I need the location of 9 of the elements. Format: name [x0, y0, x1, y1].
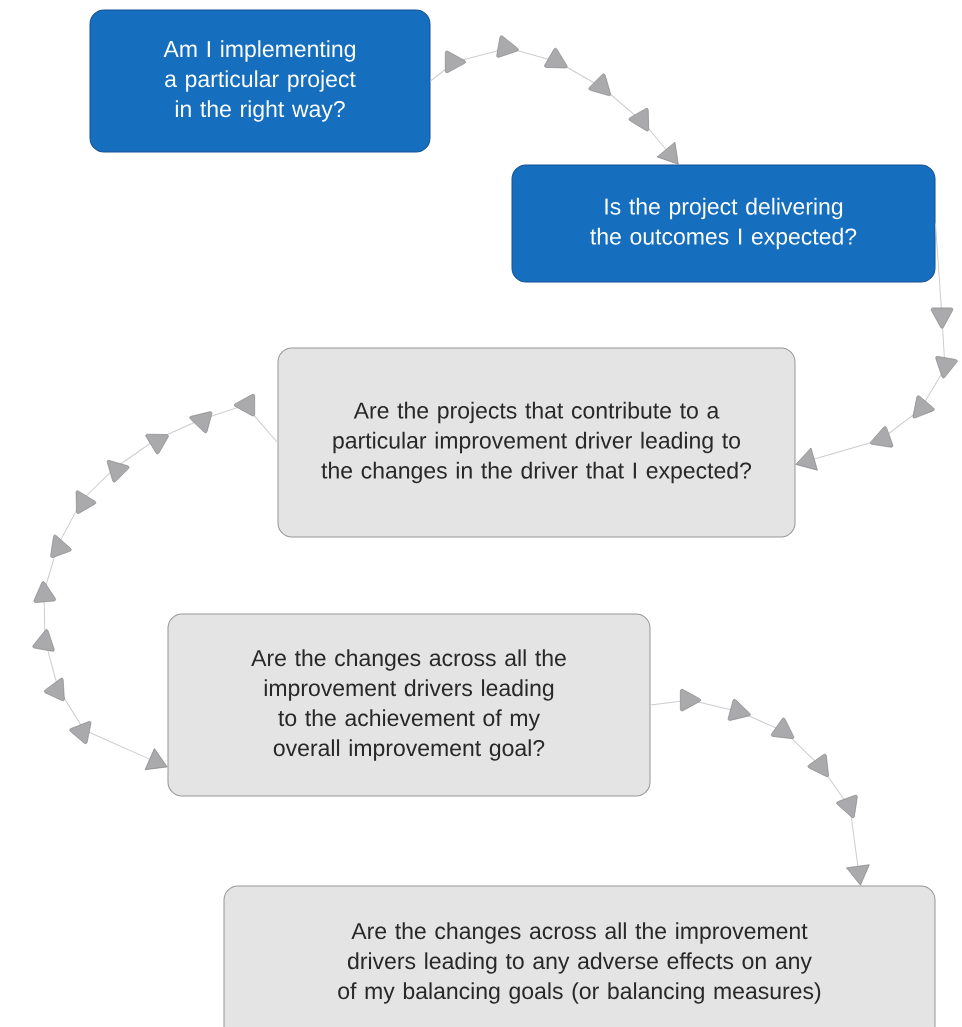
- question-box: Am I implementing a particular project in the right way?: [89, 9, 431, 153]
- question-box: Are the changes across all the improvement drivers leading to any adverse effects on any of my balancing goals (or balancing measures): [223, 885, 936, 1027]
- question-box: Are the changes across all the improvement drivers leading to the achievement of my overall improvement goal?: [167, 613, 651, 797]
- question-box: Is the project delivering the outcomes I expected?: [511, 164, 936, 283]
- triangle-chain-arrow: [430, 35, 679, 165]
- triangle-chain-arrow: [32, 393, 278, 770]
- triangle-chain-arrow: [650, 688, 870, 886]
- triangle-chain-arrow: [795, 223, 958, 471]
- question-box: Are the projects that contribute to a particular improvement driver leading to the changes in the driver that I expected?: [277, 347, 796, 538]
